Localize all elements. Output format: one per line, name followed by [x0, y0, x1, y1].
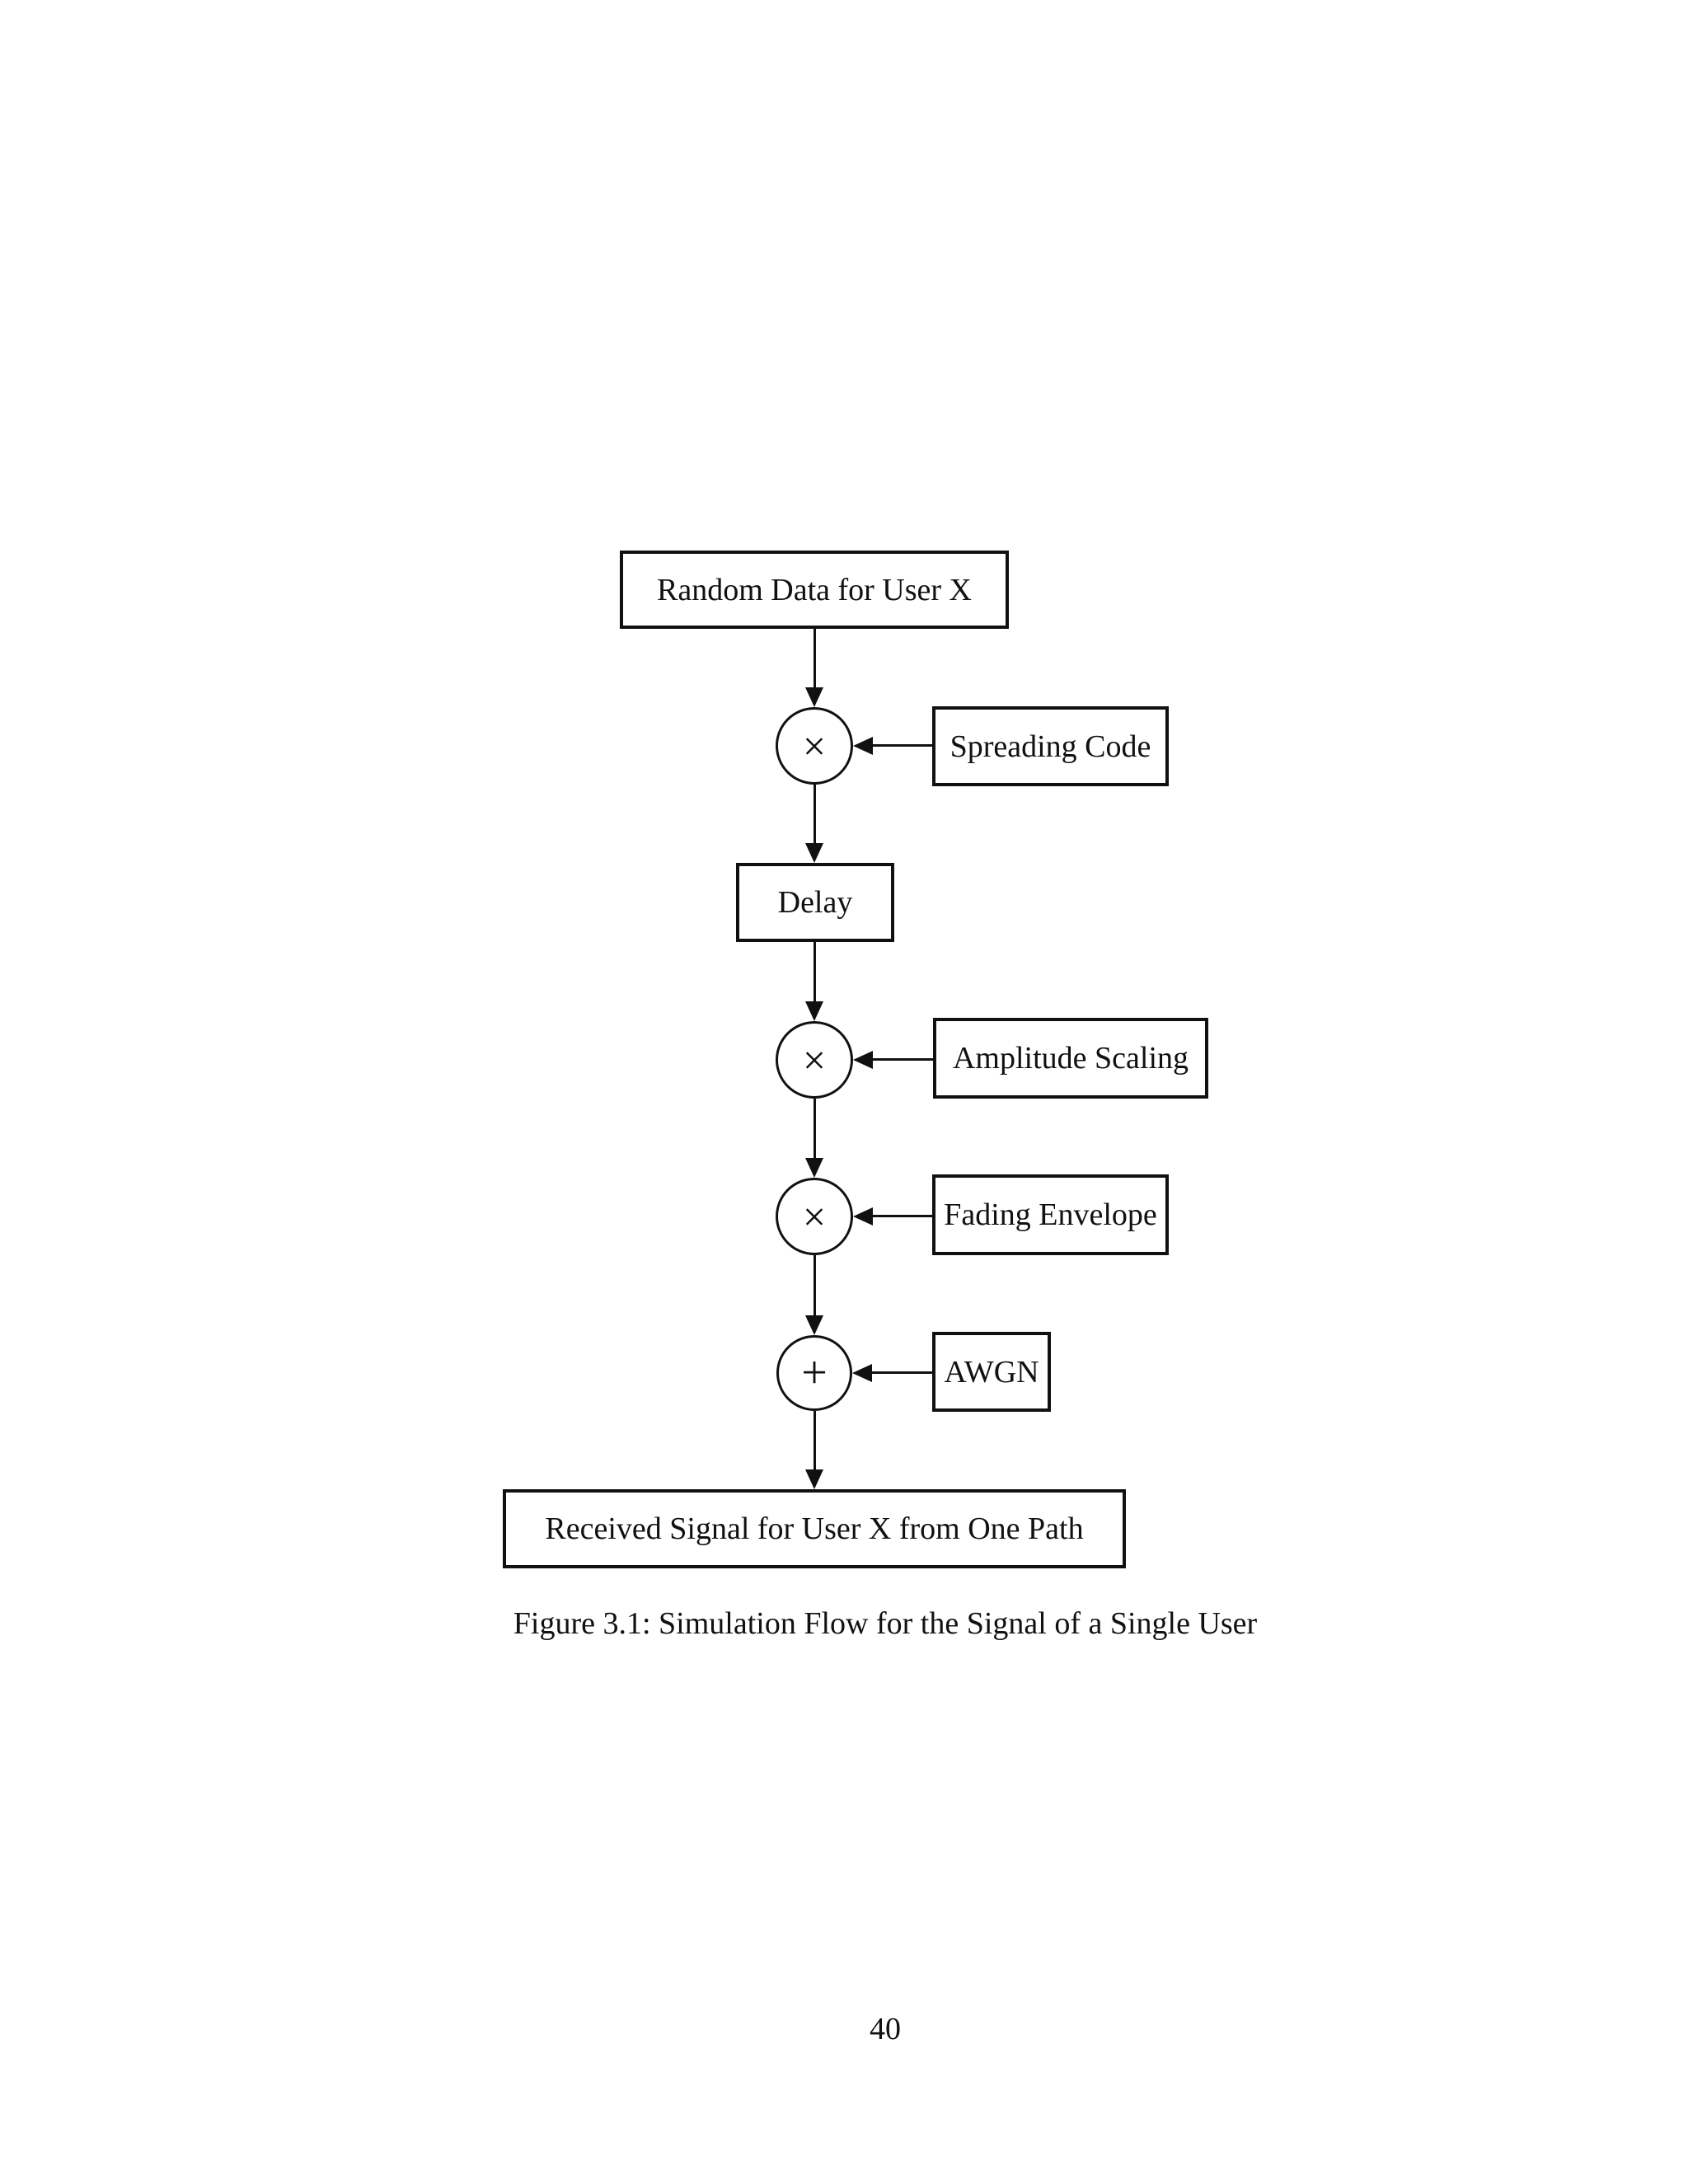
arrow-line — [814, 629, 816, 687]
arrow-down-head-icon — [805, 1315, 823, 1335]
arrow-down-head-icon — [805, 1158, 823, 1178]
node-amplitude-scaling-label: Amplitude Scaling — [952, 1041, 1189, 1076]
multiply-icon: × — [802, 723, 827, 769]
arrow-left-head-icon — [852, 1364, 872, 1382]
node-delay-label: Delay — [777, 885, 853, 920]
page-number: 40 — [870, 2012, 901, 2046]
arrow-line — [814, 1099, 816, 1158]
node-delay: Delay — [736, 863, 894, 942]
node-random-data-label: Random Data for User X — [656, 572, 972, 607]
arrow-down-head-icon — [805, 687, 823, 707]
node-fading-envelope: Fading Envelope — [932, 1174, 1169, 1255]
node-awgn-label: AWGN — [944, 1354, 1039, 1390]
arrow-left-head-icon — [853, 1051, 873, 1069]
figure-caption: Figure 3.1: Simulation Flow for the Sign… — [513, 1606, 1258, 1641]
node-fading-envelope-label: Fading Envelope — [944, 1197, 1157, 1232]
multiply-icon: × — [802, 1193, 827, 1240]
arrow-down-head-icon — [805, 1469, 823, 1489]
operator-multiply-spreading: × — [776, 707, 853, 785]
node-amplitude-scaling: Amplitude Scaling — [933, 1018, 1208, 1099]
arrow-down-head-icon — [805, 1001, 823, 1021]
node-spreading-code-label: Spreading Code — [950, 729, 1151, 764]
arrow-line — [814, 942, 816, 1001]
arrow-line — [870, 744, 932, 747]
operator-multiply-amplitude: × — [776, 1021, 853, 1099]
operator-add-awgn: + — [776, 1335, 852, 1411]
arrow-line — [870, 1215, 932, 1217]
operator-multiply-fading: × — [776, 1178, 853, 1255]
arrow-line — [869, 1371, 932, 1374]
arrow-left-head-icon — [853, 1207, 873, 1226]
arrow-line — [814, 1255, 816, 1315]
arrow-left-head-icon — [853, 737, 873, 755]
node-spreading-code: Spreading Code — [932, 706, 1169, 786]
node-awgn: AWGN — [932, 1332, 1051, 1412]
node-received-signal: Received Signal for User X from One Path — [503, 1489, 1126, 1568]
node-received-signal-label: Received Signal for User X from One Path — [545, 1511, 1084, 1546]
multiply-icon: × — [802, 1037, 827, 1083]
arrow-line — [814, 1411, 816, 1469]
arrow-down-head-icon — [805, 843, 823, 863]
node-random-data: Random Data for User X — [620, 551, 1009, 629]
plus-icon: + — [801, 1347, 828, 1399]
arrow-line — [870, 1058, 933, 1061]
arrow-line — [814, 785, 816, 843]
